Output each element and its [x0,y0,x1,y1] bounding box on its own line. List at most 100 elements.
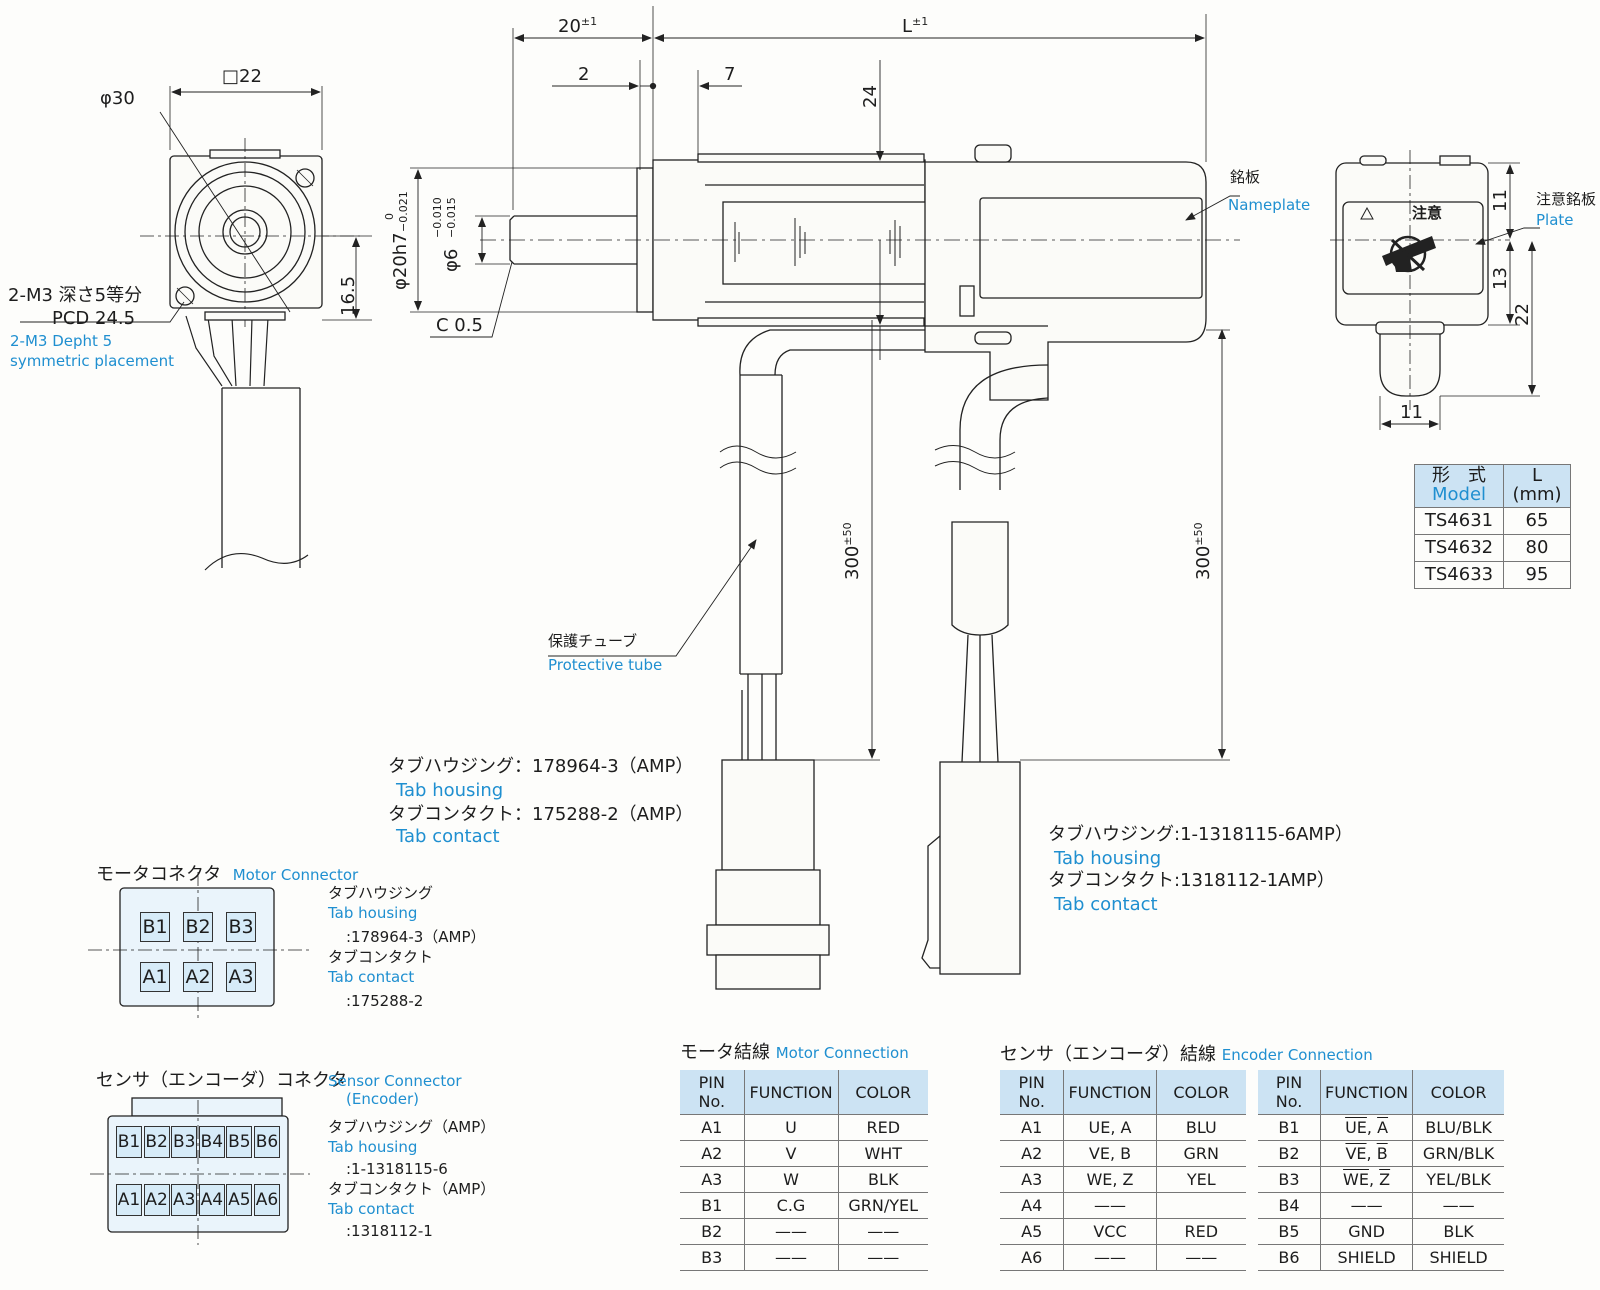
dim-13: 13 [1490,267,1511,290]
table-cell: —— [1320,1192,1413,1219]
sensor-pin-A1: A1 [116,1184,142,1216]
table-cell: B4 [1258,1192,1321,1219]
pcd-label: PCD 24.5 [52,308,136,329]
sensor-pin-B1: B1 [116,1126,142,1158]
tube-label-en: Protective tube [548,656,663,674]
dim-square-22: □22 [222,66,262,87]
table-row: A4—— [1000,1192,1246,1219]
front-view [20,86,372,571]
plate-label-jp: 注意銘板 [1536,192,1597,207]
dim-7: 7 [724,64,736,85]
dim-300-motor: 300±50 [841,522,863,580]
table-cell: B2 [1258,1140,1321,1167]
mc-housing-val: :178964-3（AMP） [346,928,486,946]
dim-c05: C 0.5 [436,315,483,336]
table-cell: A6 [1000,1244,1064,1271]
table-cell: B3 [1258,1166,1321,1193]
table-cell: —— [1412,1192,1504,1219]
table-cell: V [743,1140,838,1167]
dim-phi20: φ20h7 [390,232,411,290]
m3-label-en: 2-M3 Depht 5 [10,332,113,350]
dim-phi6: φ6 [441,248,462,272]
sensor-connector-title: センサ（エンコーダ）コネクタ [96,1070,348,1091]
sc-housing-val: :1-1318115-6 [346,1160,448,1178]
table-cell: WHT [837,1140,928,1167]
sensor-connector-title-en2: (Encoder) [346,1090,420,1108]
table-cell: —— [837,1218,928,1245]
dim-phi6-tol-lo: −0.015 [445,197,458,238]
pin-A2: A2 [183,962,213,992]
dim-11-top: 11 [1490,189,1511,212]
table-cell: WE, Z [1320,1166,1413,1193]
table-cell: A1 [1000,1114,1064,1141]
table-cell: A2 [680,1140,744,1167]
dim-20: 20±1 [558,15,598,37]
sc-housing-jp: タブハウジング（AMP） [328,1118,496,1136]
dim-phi6-tol-up: −0.010 [431,197,444,238]
table-row: B2———— [680,1218,928,1245]
table-cell: RED [837,1114,928,1141]
table-cell: B3 [680,1244,744,1271]
table-cell: BLK [1412,1218,1504,1245]
nameplate-label-jp: 銘板 [1230,168,1261,186]
sensor-pin-A2: A2 [143,1184,170,1216]
table-cell: A4 [1000,1192,1064,1219]
motor-tab-contact-jp: タブコンタクト：175288-2（AMP） [388,804,694,825]
pin-B2: B2 [183,912,213,942]
table-cell: —— [743,1218,838,1245]
table-cell: VE, B [1063,1140,1157,1167]
table-row: A6———— [1000,1244,1246,1271]
table-cell: B1 [1258,1114,1321,1141]
pin-A1: A1 [140,962,170,992]
dim-phi20-tol-lo: −0.021 [397,191,410,232]
mc-contact-jp: タブコンタクト [328,948,434,966]
sensor-pin-A3: A3 [171,1184,198,1216]
dim-24: 24 [860,85,881,108]
table-cell: BLU [1155,1114,1246,1141]
enc-tab-housing-jp: タブハウジング:1-1318115-6AMP） [1048,824,1353,845]
motor-connector-title: モータコネクタ Motor Connector [96,864,359,885]
enc-tab-housing-en: Tab housing [1054,848,1162,869]
table-cell: W [743,1166,838,1193]
table-cell: U [743,1114,838,1141]
table-cell: YEL/BLK [1412,1166,1504,1193]
sc-contact-jp: タブコンタクト（AMP） [328,1180,496,1198]
table-cell: GRN/BLK [1412,1140,1504,1167]
motor-tab-housing-jp: タブハウジング：178964-3（AMP） [388,756,694,777]
mc-housing-en: Tab housing [328,904,418,922]
m3-label-jp: 2-M3 深さ5等分 [8,285,143,306]
table-row: B3———— [680,1244,928,1271]
sc-contact-val: :1318112-1 [346,1222,433,1240]
sensor-pin-A5: A5 [226,1184,253,1216]
table-cell: GRN/YEL [837,1192,928,1219]
table-cell: VCC [1063,1218,1157,1245]
table-cell: C.G [743,1192,838,1219]
pin-A3: A3 [226,962,256,992]
sc-contact-en: Tab contact [328,1200,415,1218]
table-cell: A3 [680,1166,744,1193]
table-cell: A1 [680,1114,744,1141]
sensor-pin-A4: A4 [198,1184,225,1216]
table-cell: GRN [1155,1140,1246,1167]
dim-16-5: 16.5 [338,275,359,316]
dim-300-encoder: 300±50 [1192,522,1214,580]
table-cell: A5 [1000,1218,1064,1245]
pin-B3: B3 [226,912,256,942]
table-cell: —— [743,1244,838,1271]
motor-tab-housing-en: Tab housing [396,780,504,801]
table-cell: YEL [1155,1166,1246,1193]
table-cell: SHIELD [1412,1244,1504,1271]
